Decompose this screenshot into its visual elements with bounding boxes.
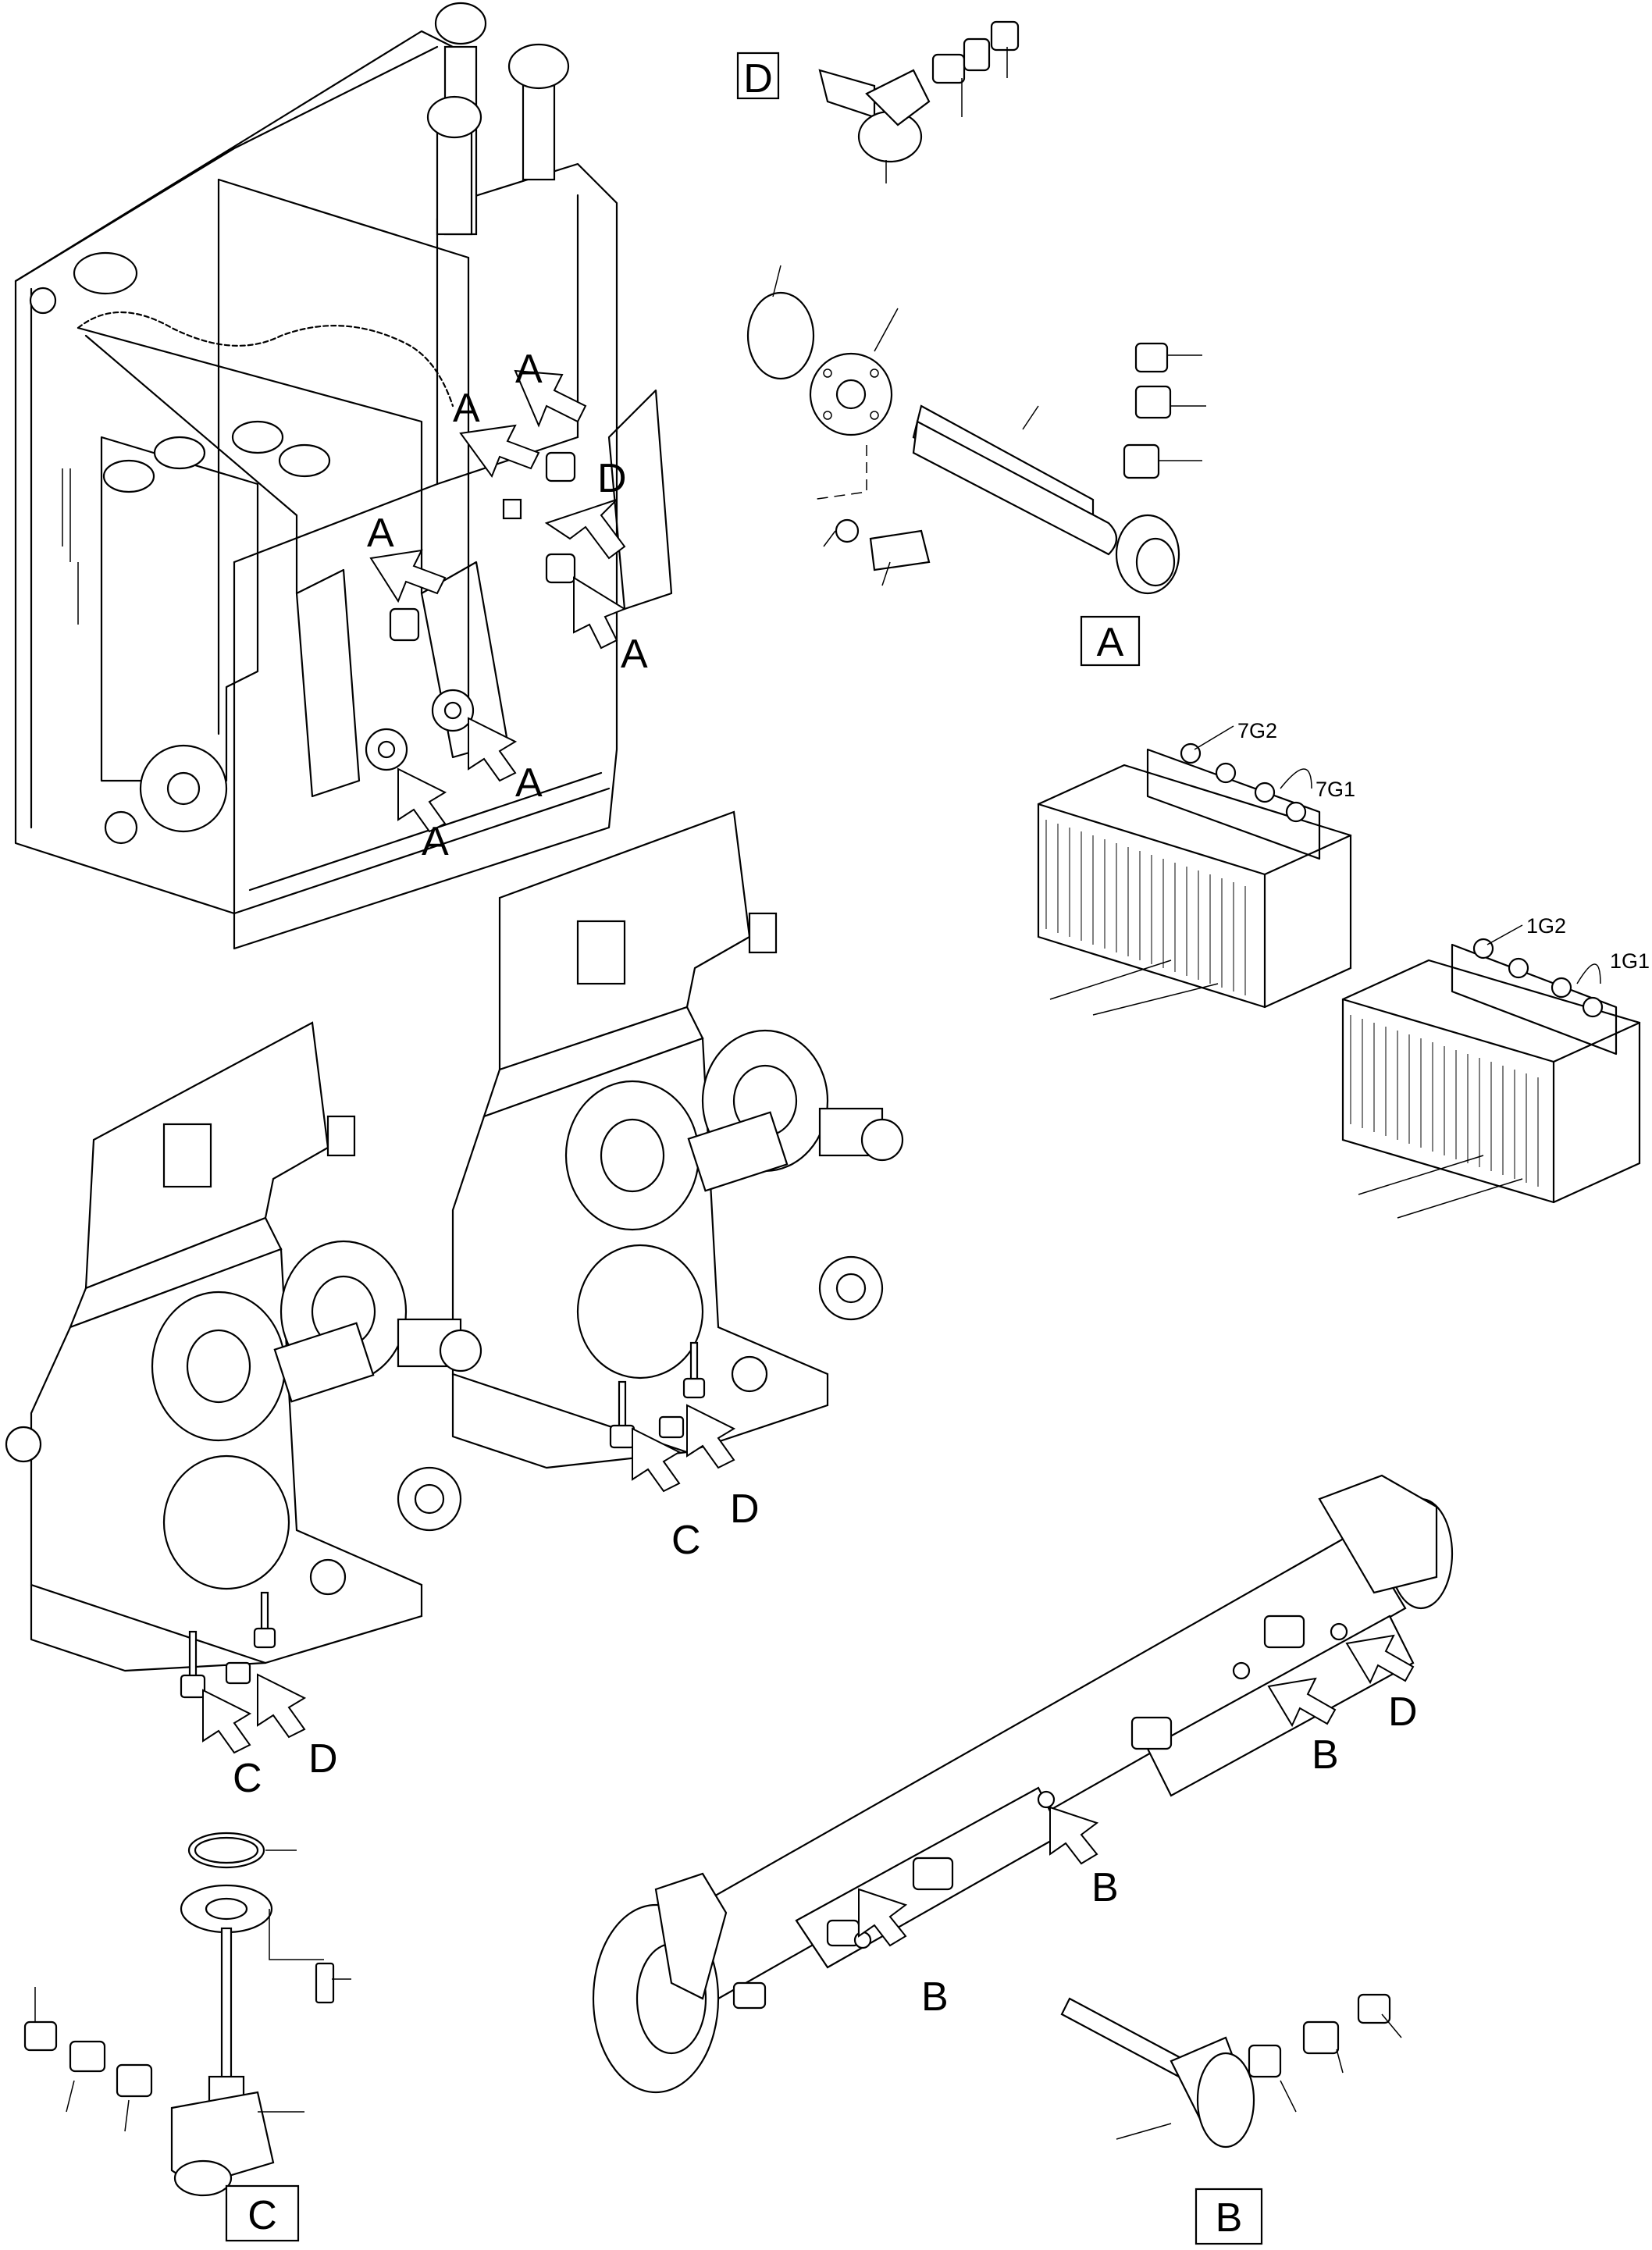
axle-ports bbox=[732, 1615, 1305, 2010]
transmission-upper-drawing bbox=[451, 810, 904, 1469]
callout-b-2-letter: B bbox=[1091, 1865, 1119, 1910]
callout-a-6: A bbox=[397, 767, 449, 864]
callout-d-lower: D bbox=[257, 1673, 338, 1782]
callout-c-lower: C bbox=[202, 1689, 262, 1801]
battery-pack-right bbox=[1341, 924, 1641, 1219]
detail-c-label: C bbox=[247, 2193, 277, 2238]
detail-a-label: A bbox=[1097, 620, 1124, 665]
callout-a-3-letter: A bbox=[367, 511, 394, 556]
callout-c-lower-letter: C bbox=[233, 1756, 262, 1801]
transmission-lower-drawing bbox=[5, 1021, 482, 1699]
callout-d-upper-letter: D bbox=[730, 1486, 760, 1532]
battery-pack-left bbox=[1037, 725, 1352, 1016]
battery-ref-7g1: 7G1 bbox=[1316, 778, 1355, 801]
callout-c-upper-letter: C bbox=[671, 1518, 701, 1563]
detail-b-drawing: B bbox=[1060, 1993, 1402, 2245]
callout-a-4: A bbox=[573, 576, 648, 677]
callout-a-2: A bbox=[453, 386, 540, 479]
detail-d-drawing: D bbox=[736, 20, 1020, 183]
callout-a-5: A bbox=[468, 717, 543, 806]
battery-ref-7g2: 7G2 bbox=[1237, 719, 1277, 742]
callout-a-1: A bbox=[514, 347, 587, 428]
detail-a-drawing: A bbox=[746, 265, 1206, 667]
callout-b-1-letter: B bbox=[921, 1974, 949, 2020]
callout-d-lower-letter: D bbox=[308, 1736, 338, 1782]
axle-drawing bbox=[592, 1474, 1454, 2094]
callout-c-upper: C bbox=[632, 1427, 701, 1563]
callout-a-5-letter: A bbox=[515, 760, 543, 806]
callout-d-axle: D bbox=[1345, 1634, 1418, 1735]
battery-ref-1g2: 1G2 bbox=[1526, 914, 1566, 938]
detail-d-label: D bbox=[743, 56, 773, 101]
callout-d-1-letter: D bbox=[597, 456, 627, 501]
callout-a-4-letter: A bbox=[621, 632, 648, 677]
callout-a-6-letter: A bbox=[422, 819, 449, 864]
callout-a-2-letter: A bbox=[453, 386, 480, 431]
detail-b-label: B bbox=[1216, 2195, 1243, 2241]
callout-b-3-letter: B bbox=[1312, 1732, 1339, 1778]
callout-d-1: D bbox=[544, 456, 627, 560]
callout-a-3: A bbox=[367, 511, 447, 603]
callout-a-1-letter: A bbox=[515, 347, 543, 392]
callout-d-upper: D bbox=[686, 1404, 760, 1532]
battery-ref-1g1: 1G1 bbox=[1610, 949, 1650, 973]
detail-c-drawing: C bbox=[23, 1832, 351, 2242]
callout-b-1: B bbox=[858, 1888, 949, 2020]
engine-compartment-drawing bbox=[14, 2, 673, 950]
callout-d-axle-letter: D bbox=[1388, 1689, 1418, 1735]
callout-b-3: B bbox=[1267, 1677, 1339, 1778]
callout-b-2: B bbox=[1049, 1806, 1119, 1910]
